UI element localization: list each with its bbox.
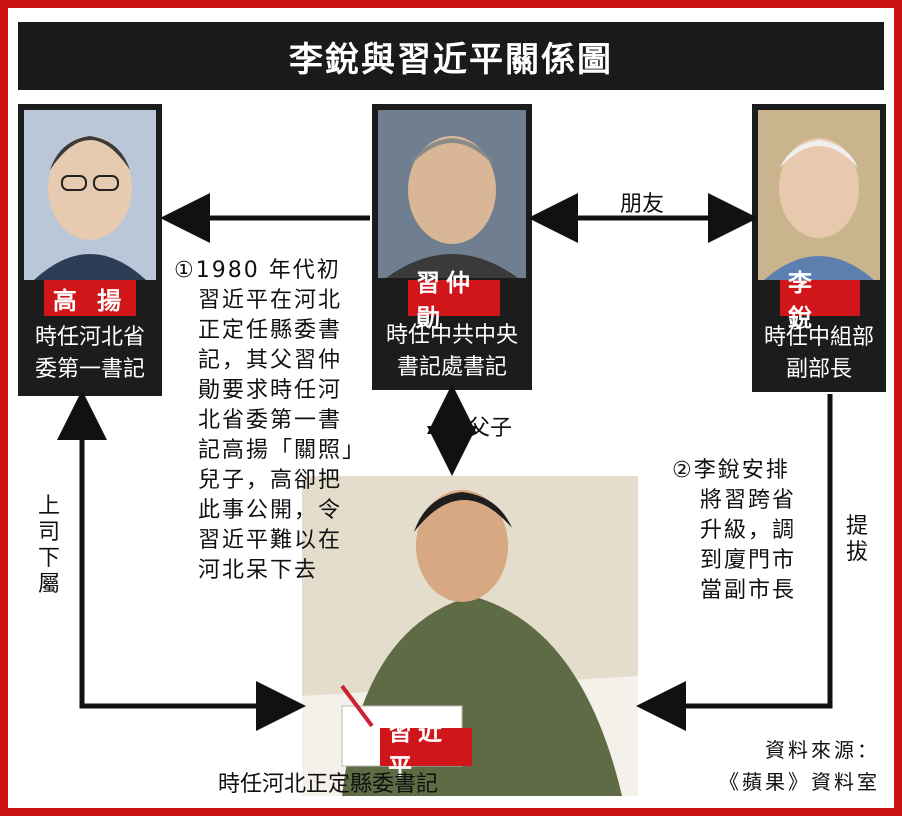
portrait-illustration-gao-yang xyxy=(24,110,156,280)
role-line-xi-zhongxun-1: 時任中共中央 xyxy=(385,323,518,348)
note-2-line: 當副市長 xyxy=(700,578,797,603)
note-2-line: ②李銳安排 xyxy=(672,458,790,483)
note-2: ②李銳安排 將習跨省 升級，調 到廈門市 當副市長 xyxy=(672,456,796,606)
note-1-line: 勛要求時任河 xyxy=(198,378,343,403)
note-1-line: ①1980 年代初 xyxy=(174,258,341,283)
portrait-gao-yang xyxy=(24,110,156,280)
note-2-line: 到廈門市 xyxy=(700,548,797,573)
note-1-line: 習近平難以在 xyxy=(198,528,343,553)
role-line-li-rui-1: 時任中組部 xyxy=(763,325,874,350)
note-1-line: 記高揚「關照」 xyxy=(198,438,367,463)
label-superior-subordinate: 上司下屬 xyxy=(37,494,60,597)
note-1-line: 兒子，高卻把 xyxy=(198,468,343,493)
note-1-line: 正定任縣委書 xyxy=(198,318,343,343)
label-promote: 提拔 xyxy=(845,514,868,565)
note-1-line: 河北呆下去 xyxy=(198,558,319,583)
role-line-xi-zhongxun-2: 書記處書記 xyxy=(396,355,507,380)
role-line-li-rui-2: 副部長 xyxy=(785,357,852,382)
note-2-line: 將習跨省 xyxy=(700,488,797,513)
person-box-gao-yang: 高 揚 時任河北省 委第一書記 xyxy=(18,104,162,396)
role-line-gao-yang-1: 時任河北省 xyxy=(34,325,145,350)
arrow-superior-subordinate xyxy=(57,390,306,731)
source-line: 資料來源： xyxy=(765,738,880,762)
note-1: ①1980 年代初 習近平在河北 正定任縣委書 記，其父習仲 勛要求時任河 北省… xyxy=(174,256,366,586)
name-tag-gao-yang: 高 揚 xyxy=(44,280,136,316)
source-line: 《蘋果》資料室 xyxy=(719,770,880,794)
diagram-title: 李銳與習近平關係圖 xyxy=(18,22,884,90)
note-1-line: 記，其父習仲 xyxy=(198,348,343,373)
label-father-son: 父子 xyxy=(468,416,513,441)
role-xi-jinping: 時任河北正定縣委書記 xyxy=(217,772,438,797)
portrait-illustration-li-rui xyxy=(758,110,880,280)
note-1-line: 北省委第一書 xyxy=(198,408,343,433)
portrait-illustration-xi-zhongxun xyxy=(378,110,526,278)
role-line-gao-yang-2: 委第一書記 xyxy=(34,357,145,382)
arrow-promote xyxy=(636,394,833,731)
portrait-li-rui xyxy=(758,110,880,280)
note-1-line: 此事公開，令 xyxy=(198,498,343,523)
note-1-line: 習近平在河北 xyxy=(198,288,343,313)
source-credit: 資料來源： 《蘋果》資料室 xyxy=(719,734,880,798)
person-box-xi-zhongxun: 習仲勛 時任中共中央 書記處書記 xyxy=(372,104,532,390)
role-xi-zhongxun: 時任中共中央 書記處書記 xyxy=(372,320,532,384)
note-2-line: 升級，調 xyxy=(700,518,797,543)
person-box-li-rui: 李 銳 時任中組部 副部長 xyxy=(752,104,886,392)
label-friends: 朋友 xyxy=(620,192,665,217)
role-gao-yang: 時任河北省 委第一書記 xyxy=(18,322,162,386)
role-li-rui: 時任中組部 副部長 xyxy=(752,322,886,386)
portrait-xi-zhongxun xyxy=(378,110,526,278)
